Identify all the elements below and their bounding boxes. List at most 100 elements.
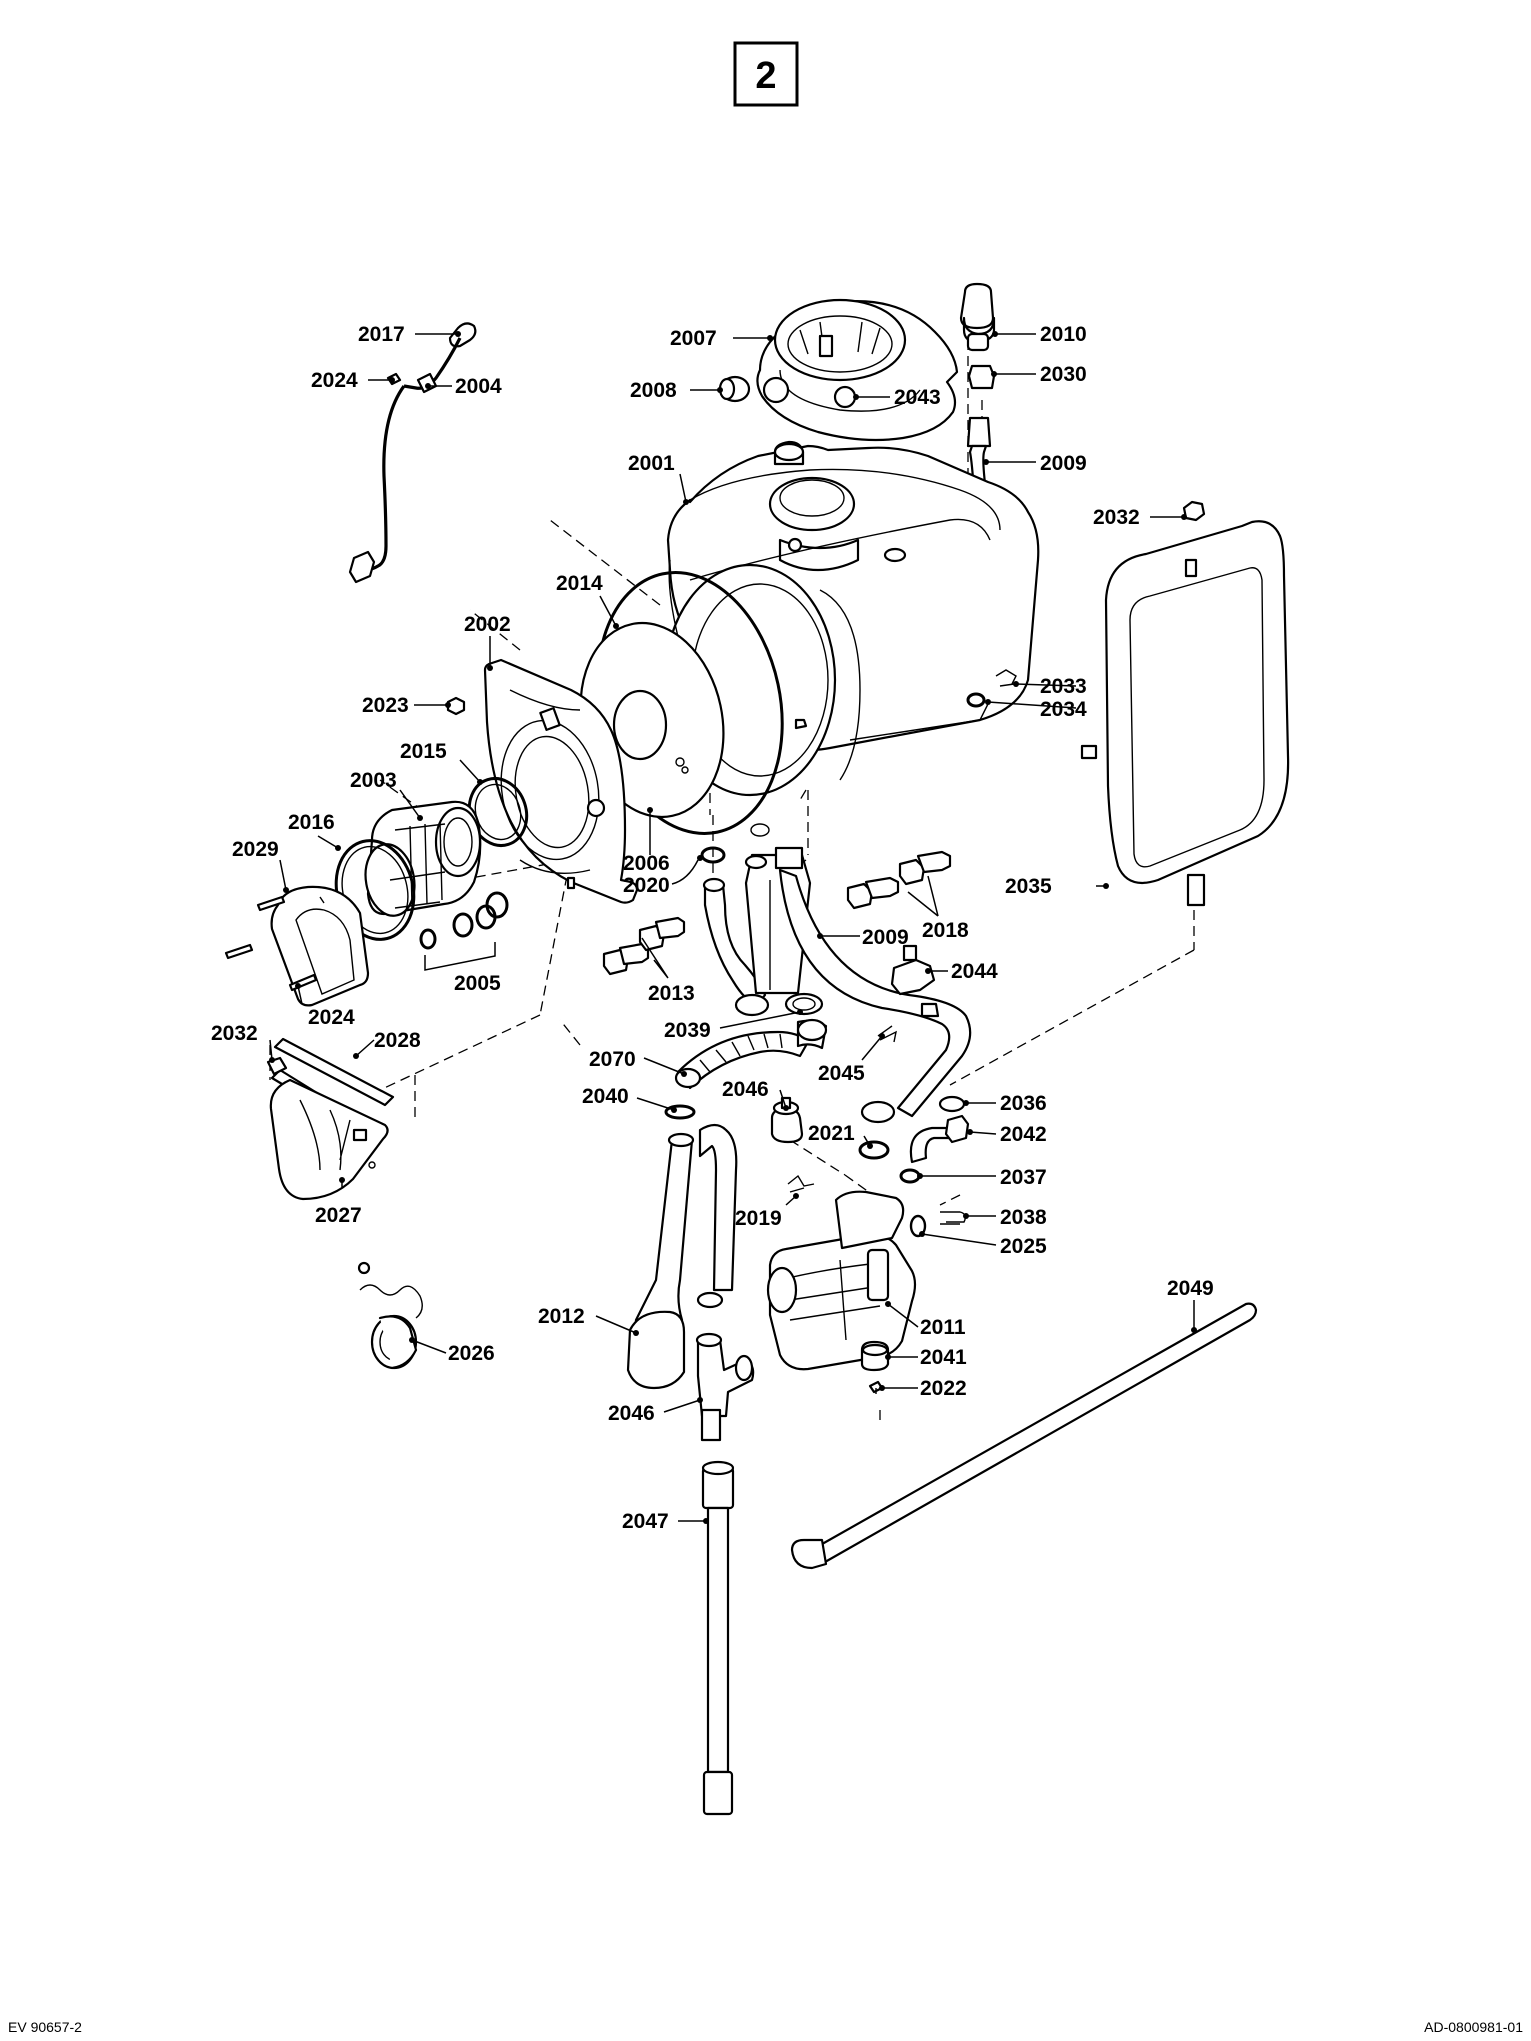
nut-2032-top bbox=[1182, 500, 1206, 522]
long-pipe-2049 bbox=[790, 1302, 1258, 1570]
label-2012: 2012 bbox=[538, 1305, 585, 1328]
label-2038: 2038 bbox=[1000, 1206, 1047, 1229]
label-2003: 2003 bbox=[350, 769, 397, 792]
clip-2038 bbox=[940, 1211, 967, 1225]
label-2032: 2032 bbox=[211, 1022, 258, 1045]
pipe-2042 bbox=[909, 1114, 970, 1164]
label-2047: 2047 bbox=[622, 1510, 669, 1533]
label-2016: 2016 bbox=[288, 811, 335, 834]
nut-2023 bbox=[446, 696, 466, 716]
label-2046: 2046 bbox=[722, 1078, 769, 1101]
label-2041: 2041 bbox=[920, 1346, 967, 1369]
label-2002: 2002 bbox=[464, 613, 511, 636]
air-box-2007 bbox=[756, 298, 959, 442]
label-2025: 2025 bbox=[1000, 1235, 1047, 1258]
cap-2041 bbox=[860, 1340, 890, 1372]
label-2006: 2006 bbox=[623, 852, 670, 875]
label-2005: 2005 bbox=[454, 972, 501, 995]
label-2024: 2024 bbox=[311, 369, 358, 392]
long-pipe-2047 bbox=[701, 1460, 735, 1816]
plug-2043 bbox=[833, 385, 857, 409]
burner-2003 bbox=[364, 800, 482, 917]
o-ring-2037 bbox=[899, 1168, 921, 1184]
o-ring-2020 bbox=[700, 846, 726, 864]
label-2042: 2042 bbox=[1000, 1123, 1047, 1146]
label-2024: 2024 bbox=[308, 1006, 355, 1029]
label-2045: 2045 bbox=[818, 1062, 865, 1085]
pump-cap-2026 bbox=[357, 1261, 423, 1370]
label-2009: 2009 bbox=[862, 926, 909, 949]
tee-2046 bbox=[695, 1332, 755, 1442]
label-2014: 2014 bbox=[556, 572, 603, 595]
air-vent-2010 bbox=[959, 282, 996, 352]
clip-2033 bbox=[995, 669, 1017, 687]
page-number: 2 bbox=[755, 55, 776, 97]
label-2022: 2022 bbox=[920, 1377, 967, 1400]
sensor-2004 bbox=[348, 322, 477, 584]
clip-2019 bbox=[787, 1174, 815, 1193]
fitting-2044 bbox=[890, 944, 936, 996]
label-2040: 2040 bbox=[582, 1085, 629, 1108]
o-ring-2021 bbox=[858, 1140, 890, 1160]
burner-door-2002 bbox=[483, 658, 639, 904]
label-2033: 2033 bbox=[1040, 675, 1087, 698]
label-2034: 2034 bbox=[1040, 698, 1087, 721]
label-2013: 2013 bbox=[648, 982, 695, 1005]
label-2030: 2030 bbox=[1040, 363, 1087, 386]
nipple-2030 bbox=[967, 364, 996, 390]
label-2017: 2017 bbox=[358, 323, 405, 346]
screws-2029 bbox=[224, 895, 286, 960]
hose-2070 bbox=[674, 1018, 828, 1090]
o-ring-2034 bbox=[966, 692, 986, 708]
pipe-2012 bbox=[626, 1123, 738, 1390]
o-ring-2025 bbox=[909, 1214, 927, 1238]
plug-2008 bbox=[718, 375, 751, 403]
condensate-tray-2027 bbox=[269, 1078, 389, 1201]
seal-2039 bbox=[784, 992, 824, 1016]
label-2023: 2023 bbox=[362, 694, 409, 717]
footer-left: EV 90657-2 bbox=[8, 2019, 82, 2035]
label-2009: 2009 bbox=[1040, 452, 1087, 475]
label-2008: 2008 bbox=[630, 379, 677, 402]
leader-lines bbox=[269, 331, 1197, 1524]
part-labels: 2017 2024 2004 2007 2008 2043 2010 2030 … bbox=[211, 323, 1214, 1533]
label-2011: 2011 bbox=[920, 1316, 966, 1339]
label-2026: 2026 bbox=[448, 1342, 495, 1365]
label-2039: 2039 bbox=[664, 1019, 711, 1042]
label-2035: 2035 bbox=[1005, 875, 1052, 898]
label-2007: 2007 bbox=[670, 327, 717, 350]
label-2027: 2027 bbox=[315, 1204, 362, 1227]
pump-2011 bbox=[766, 1190, 917, 1371]
label-2037: 2037 bbox=[1000, 1166, 1047, 1189]
washer-2036 bbox=[938, 1095, 966, 1113]
return-pipe-2039 bbox=[702, 877, 770, 1017]
label-2046: 2046 bbox=[608, 1402, 655, 1425]
label-2032: 2032 bbox=[1093, 506, 1140, 529]
label-2044: 2044 bbox=[951, 960, 998, 983]
label-2015: 2015 bbox=[400, 740, 447, 763]
label-2070: 2070 bbox=[589, 1048, 636, 1071]
label-2020: 2020 bbox=[623, 874, 670, 897]
clips-2013 bbox=[602, 916, 686, 976]
label-2010: 2010 bbox=[1040, 323, 1087, 346]
clips-2018 bbox=[846, 850, 952, 910]
label-2001: 2001 bbox=[628, 452, 675, 475]
page-number-box: 2 bbox=[733, 41, 799, 107]
label-2036: 2036 bbox=[1000, 1092, 1047, 1115]
expansion-vessel-2035 bbox=[1080, 520, 1290, 907]
cover-2029 bbox=[270, 885, 370, 1007]
o-rings-2005 bbox=[419, 891, 509, 971]
label-2018: 2018 bbox=[922, 919, 969, 942]
label-2004: 2004 bbox=[455, 375, 502, 398]
label-2043: 2043 bbox=[894, 386, 941, 409]
pipe-2009-lower bbox=[778, 868, 972, 1124]
label-2019: 2019 bbox=[735, 1207, 782, 1230]
label-2029: 2029 bbox=[232, 838, 279, 861]
label-2021: 2021 bbox=[808, 1122, 855, 1145]
label-2028: 2028 bbox=[374, 1029, 421, 1052]
label-2049: 2049 bbox=[1167, 1277, 1214, 1300]
valve-2046 bbox=[770, 1096, 804, 1144]
o-ring-2040 bbox=[664, 1104, 696, 1120]
footer-right: AD-0800981-01 bbox=[1424, 2019, 1523, 2035]
